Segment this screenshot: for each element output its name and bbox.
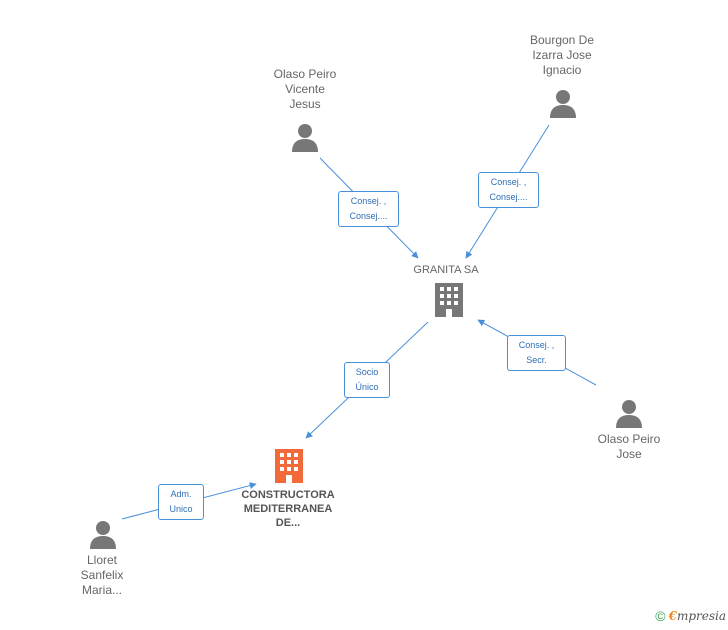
node-label-constructora[interactable]: CONSTRUCTORA MEDITERRANEA DE... (241, 489, 335, 529)
edge-label-olaso-jose-role[interactable]: Consej. , Secr. (507, 335, 566, 371)
edge-label-bourgon-role[interactable]: Consej. , Consej.... (478, 172, 539, 208)
person-icon-olaso-jose[interactable] (614, 398, 644, 428)
node-label-olaso-vicente[interactable]: Olaso Peiro Vicente Jesus (273, 67, 337, 111)
node-label-bourgon[interactable]: Bourgon De Izarra Jose Ignacio (529, 33, 595, 77)
copyright-icon: © (655, 608, 666, 624)
edge-label-granita-role[interactable]: Socio Único (344, 362, 390, 398)
node-label-lloret[interactable]: Lloret Sanfelix Maria... (80, 553, 124, 597)
building-icon-granita[interactable] (433, 283, 465, 317)
person-icon-bourgon[interactable] (548, 88, 578, 118)
person-icon-olaso-vicente[interactable] (290, 122, 320, 152)
node-label-granita[interactable]: GRANITA SA (413, 264, 479, 276)
building-icon-constructora[interactable] (273, 449, 305, 483)
node-label-olaso-jose[interactable]: Olaso Peiro Jose (597, 432, 661, 461)
edge-label-lloret-role[interactable]: Adm. Unico (158, 484, 204, 520)
brand-logo: €mpresia (668, 609, 726, 623)
edge-label-olaso-vicente-role[interactable]: Consej. , Consej.... (338, 191, 399, 227)
person-icon-lloret[interactable] (88, 519, 118, 549)
empresia-watermark: © €mpresia (655, 608, 726, 624)
